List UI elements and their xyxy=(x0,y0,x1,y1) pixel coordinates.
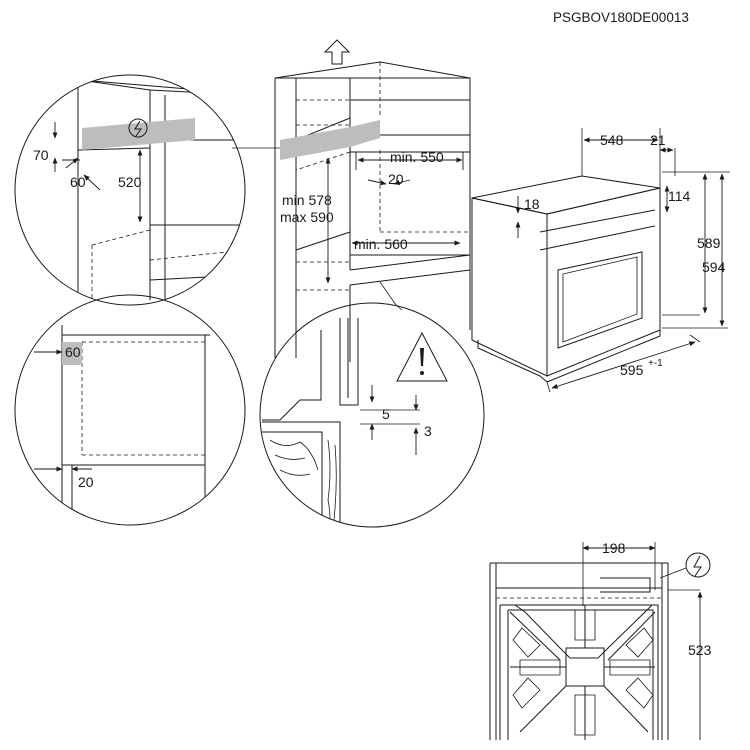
label-60-side: 60 xyxy=(65,344,81,360)
arrow-up-icon xyxy=(323,39,351,65)
label-min578: min 578 xyxy=(282,192,332,208)
oven-unit xyxy=(471,175,661,383)
power-symbol-icon xyxy=(128,118,148,138)
label-max590: max 590 xyxy=(280,209,334,225)
oven-dimensions xyxy=(515,128,730,393)
label-114: 114 xyxy=(668,188,691,204)
label-70: 70 xyxy=(33,147,49,163)
label-589: 589 xyxy=(697,235,721,251)
label-548: 548 xyxy=(600,132,624,148)
power-symbol-icon-rear xyxy=(685,552,711,578)
label-595: 595 xyxy=(620,362,644,378)
niche-dimensions xyxy=(325,152,464,284)
power-zone xyxy=(280,120,380,160)
document-code: PSGBOV180DE00013 xyxy=(553,10,689,25)
label-min550: min. 550 xyxy=(390,149,444,165)
label-520: 520 xyxy=(118,174,142,190)
label-20-niche: 20 xyxy=(388,171,404,187)
label-20-side: 20 xyxy=(78,474,94,490)
leader-line-bottom xyxy=(379,281,397,306)
detail-circle-bottom xyxy=(259,302,485,528)
label-21: 21 xyxy=(650,132,666,148)
label-523: 523 xyxy=(688,642,712,658)
label-595-tolerance: +-1 xyxy=(648,358,663,369)
detail-circle-middle xyxy=(14,294,246,526)
oven-rear-view xyxy=(489,542,703,740)
label-60-top: 60 xyxy=(70,174,86,190)
label-min560: min. 560 xyxy=(354,236,408,252)
label-594: 594 xyxy=(702,259,726,275)
label-5: 5 xyxy=(382,406,390,422)
label-198: 198 xyxy=(602,540,626,556)
label-3: 3 xyxy=(424,423,432,439)
warning-triangle-icon xyxy=(396,331,448,382)
label-18: 18 xyxy=(524,196,540,212)
